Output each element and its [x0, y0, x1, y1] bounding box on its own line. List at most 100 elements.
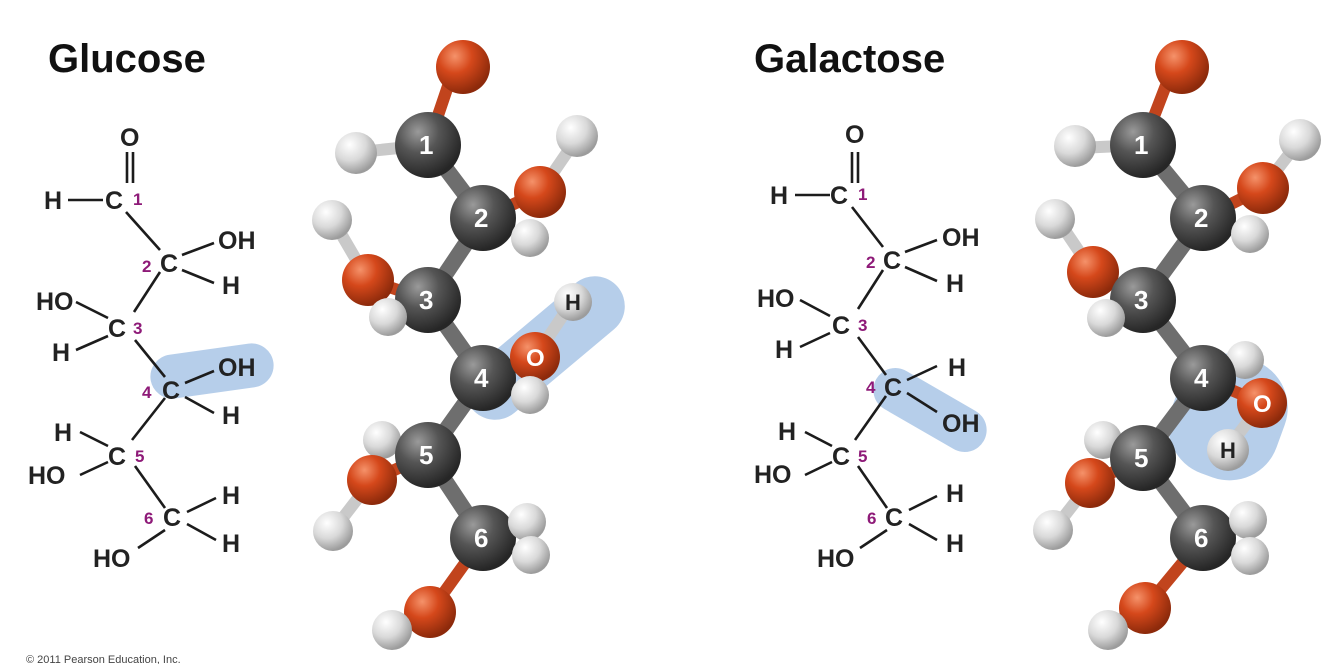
glucose-h-c1: H [44, 187, 62, 215]
glucose-model-o4 [510, 332, 560, 382]
galactose-model-h-o2 [1279, 119, 1321, 161]
glucose-c4: C [162, 377, 180, 405]
glucose-model-h-o4 [554, 283, 592, 321]
galactose-num-5: 5 [858, 447, 867, 466]
glucose-num-1: 1 [133, 190, 142, 209]
glucose-model-o6 [404, 586, 456, 638]
galactose-oh-c4: OH [942, 410, 980, 438]
galactose-model-h-o6 [1088, 610, 1128, 650]
glucose-ho-c3: HO [36, 288, 74, 316]
galactose-c5: C [832, 443, 850, 471]
galactose-ho-c5: HO [754, 461, 792, 489]
glucose-model-h-o6 [372, 610, 412, 650]
galactose-h-c3: H [775, 336, 793, 364]
glucose-model-label-1: 1 [419, 130, 433, 160]
galactose-model-label-6: 6 [1194, 523, 1208, 553]
galactose-model-o5 [1065, 458, 1115, 508]
glucose-oh-c2: OH [218, 227, 256, 255]
glucose-model-h5 [363, 421, 401, 459]
galactose-model-h6a [1229, 501, 1267, 539]
glucose-c2: C [160, 250, 178, 278]
galactose-model-o2 [1237, 162, 1289, 214]
galactose-structural-formula: O H C 1 2 C OH H HO H C 3 4 C H OH H HO … [754, 121, 987, 573]
glucose-model-c3 [395, 267, 461, 333]
galactose-ho-c6: HO [817, 545, 855, 573]
glucose-num-2: 2 [142, 257, 151, 276]
galactose-model-h1 [1054, 125, 1096, 167]
glucose-model-label-2: 2 [474, 203, 488, 233]
glucose-num-5: 5 [135, 447, 144, 466]
glucose-model-h1 [335, 132, 377, 174]
galactose-model-label-2: 2 [1194, 203, 1208, 233]
glucose-model-c1 [395, 112, 461, 178]
glucose-h-c4: H [222, 402, 240, 430]
glucose-model-h2 [511, 219, 549, 257]
glucose-h-c2: H [222, 272, 240, 300]
galactose-h-c5: H [778, 418, 796, 446]
galactose-num-1: 1 [858, 185, 867, 204]
glucose-structural-formula: O H C 1 2 C OH H HO H C 3 4 C OH H H HO … [28, 124, 274, 573]
glucose-o: O [120, 124, 139, 152]
galactose-c3: C [832, 312, 850, 340]
glucose-model-o2 [514, 166, 566, 218]
glucose-model-label-o: O [526, 345, 545, 372]
glucose-model-label-4: 4 [474, 363, 489, 393]
galactose-o: O [845, 121, 864, 149]
galactose-model-h-o5 [1033, 510, 1073, 550]
galactose-model-o6 [1119, 582, 1171, 634]
glucose-model-o5 [347, 455, 397, 505]
glucose-model-label-6: 6 [474, 523, 488, 553]
galactose-model-h4 [1226, 341, 1264, 379]
glucose-c1: C [105, 187, 123, 215]
glucose-model-label-3: 3 [419, 285, 433, 315]
galactose-model-h-o4 [1207, 429, 1249, 471]
glucose-model-c4 [450, 345, 516, 411]
galactose-title: Galactose [754, 37, 945, 81]
glucose-h-c6b: H [222, 530, 240, 558]
galactose-h-c4: H [948, 354, 966, 382]
galactose-model-c1 [1110, 112, 1176, 178]
galactose-model-c5 [1110, 425, 1176, 491]
glucose-model-c2 [450, 185, 516, 251]
galactose-h-c1: H [770, 182, 788, 210]
glucose-model-o3 [342, 254, 394, 306]
galactose-model-o1 [1155, 40, 1209, 94]
galactose-c2: C [883, 247, 901, 275]
galactose-model-h-o3 [1035, 199, 1075, 239]
glucose-num-3: 3 [133, 319, 142, 338]
galactose-h-c2: H [946, 270, 964, 298]
glucose-ho-c6: HO [93, 545, 131, 573]
galactose-model-h6b [1231, 537, 1269, 575]
galactose-c1: C [830, 182, 848, 210]
galactose-model-label-o: O [1253, 391, 1272, 418]
galactose-model-label-3: 3 [1134, 285, 1148, 315]
glucose-model-h-o3 [312, 200, 352, 240]
glucose-model-h-o2 [556, 115, 598, 157]
glucose-model-c5 [395, 422, 461, 488]
galactose-model-c3 [1110, 267, 1176, 333]
glucose-c3: C [108, 315, 126, 343]
galactose-num-6: 6 [867, 509, 876, 528]
glucose-model-h6a [508, 503, 546, 541]
glucose-model-h6b [512, 536, 550, 574]
galactose-model-c2 [1170, 185, 1236, 251]
galactose-c4: C [884, 374, 902, 402]
galactose-model-label-5: 5 [1134, 443, 1148, 473]
galactose-num-4: 4 [866, 378, 876, 397]
glucose-model-h-o5 [313, 511, 353, 551]
glucose-model-label-h: H [565, 290, 581, 315]
glucose-model-label-5: 5 [419, 440, 433, 470]
galactose-c4-highlight [873, 368, 987, 452]
galactose-model-label-1: 1 [1134, 130, 1148, 160]
galactose-model-h3 [1087, 299, 1125, 337]
glucose-h-c5: H [54, 419, 72, 447]
galactose-c6: C [885, 504, 903, 532]
glucose-ball-and-stick-model: 1 2 3 4 5 6 O H [312, 40, 625, 650]
glucose-title: Glucose [48, 37, 206, 81]
galactose-model-label-4: 4 [1194, 363, 1209, 393]
copyright-notice: © 2011 Pearson Education, Inc. [26, 654, 181, 664]
galactose-model-c4 [1170, 345, 1236, 411]
galactose-h-c6a: H [946, 480, 964, 508]
glucose-c6: C [163, 504, 181, 532]
